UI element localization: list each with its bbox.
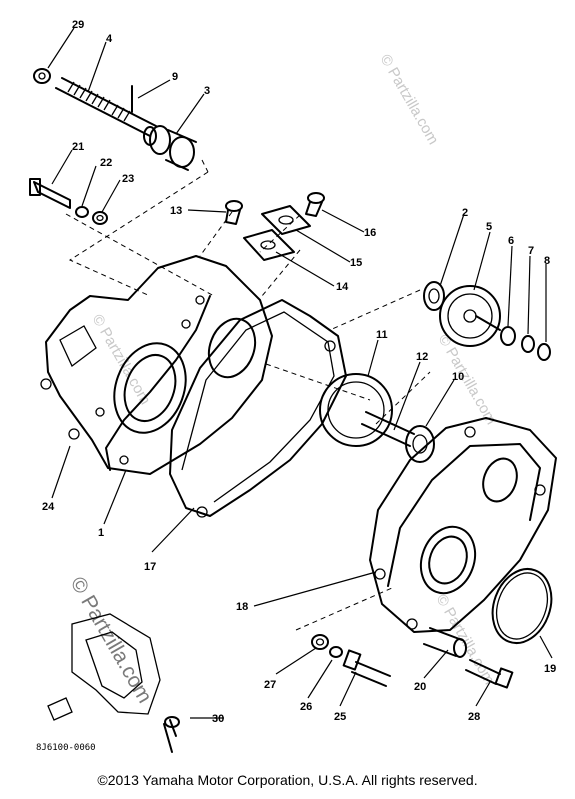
inset-detail: [47, 613, 180, 753]
drawing-code: 8J6100-0060: [36, 743, 96, 753]
copyright-notice: ©2013 Yamaha Motor Corporation, U.S.A. A…: [97, 772, 478, 788]
callout-4: 4: [106, 33, 113, 45]
callout-13: 13: [170, 205, 182, 217]
callout-28: 28: [468, 711, 480, 723]
o-ring: [491, 568, 553, 644]
callout-29: 29: [72, 19, 84, 31]
callout-10: 10: [452, 371, 464, 383]
callout-7: 7: [528, 245, 534, 257]
callout-labels: 29 4 9 3 21 22 23 13 16 15 14 2 5 6 7 8 …: [42, 19, 556, 725]
callout-17: 17: [144, 561, 156, 573]
callout-26: 26: [300, 701, 312, 713]
projection-lines: [65, 159, 431, 631]
watermarks: © Partzilla.com © Partzilla.com © Partzi…: [66, 52, 500, 708]
rear-cover: [369, 417, 557, 633]
callout-24: 24: [42, 501, 55, 513]
leader-lines: [47, 27, 553, 719]
watermark: © Partzilla.com: [433, 592, 498, 688]
callout-30: 30: [212, 713, 224, 725]
callout-16: 16: [364, 227, 376, 239]
callout-19: 19: [544, 663, 556, 675]
worm-shaft-assembly: [33, 68, 197, 171]
lower-hardware: [311, 627, 514, 689]
callout-18: 18: [236, 601, 248, 613]
callout-9: 9: [172, 71, 178, 83]
callout-22: 22: [100, 157, 112, 169]
callout-5: 5: [486, 221, 492, 233]
callout-14: 14: [336, 281, 349, 293]
callout-3: 3: [204, 85, 210, 97]
callout-25: 25: [334, 711, 346, 723]
bolt-washer-set-21-23: [29, 178, 108, 225]
callout-23: 23: [122, 173, 134, 185]
callout-6: 6: [508, 235, 514, 247]
gasket: [169, 299, 347, 518]
callout-11: 11: [376, 329, 388, 341]
screws-and-plates: [225, 192, 325, 261]
callout-1: 1: [98, 527, 104, 539]
callout-15: 15: [350, 257, 362, 269]
main-housing: [40, 255, 273, 475]
callout-8: 8: [544, 255, 550, 267]
callout-2: 2: [462, 207, 468, 219]
upper-gear-set: [423, 281, 551, 361]
callout-27: 27: [264, 679, 276, 691]
callout-12: 12: [416, 351, 428, 363]
drive-gear-set: [319, 373, 435, 463]
watermark: © Partzilla.com: [377, 52, 442, 148]
callout-20: 20: [414, 681, 426, 693]
callout-21: 21: [72, 141, 84, 153]
watermark: © Partzilla.com: [66, 573, 157, 707]
